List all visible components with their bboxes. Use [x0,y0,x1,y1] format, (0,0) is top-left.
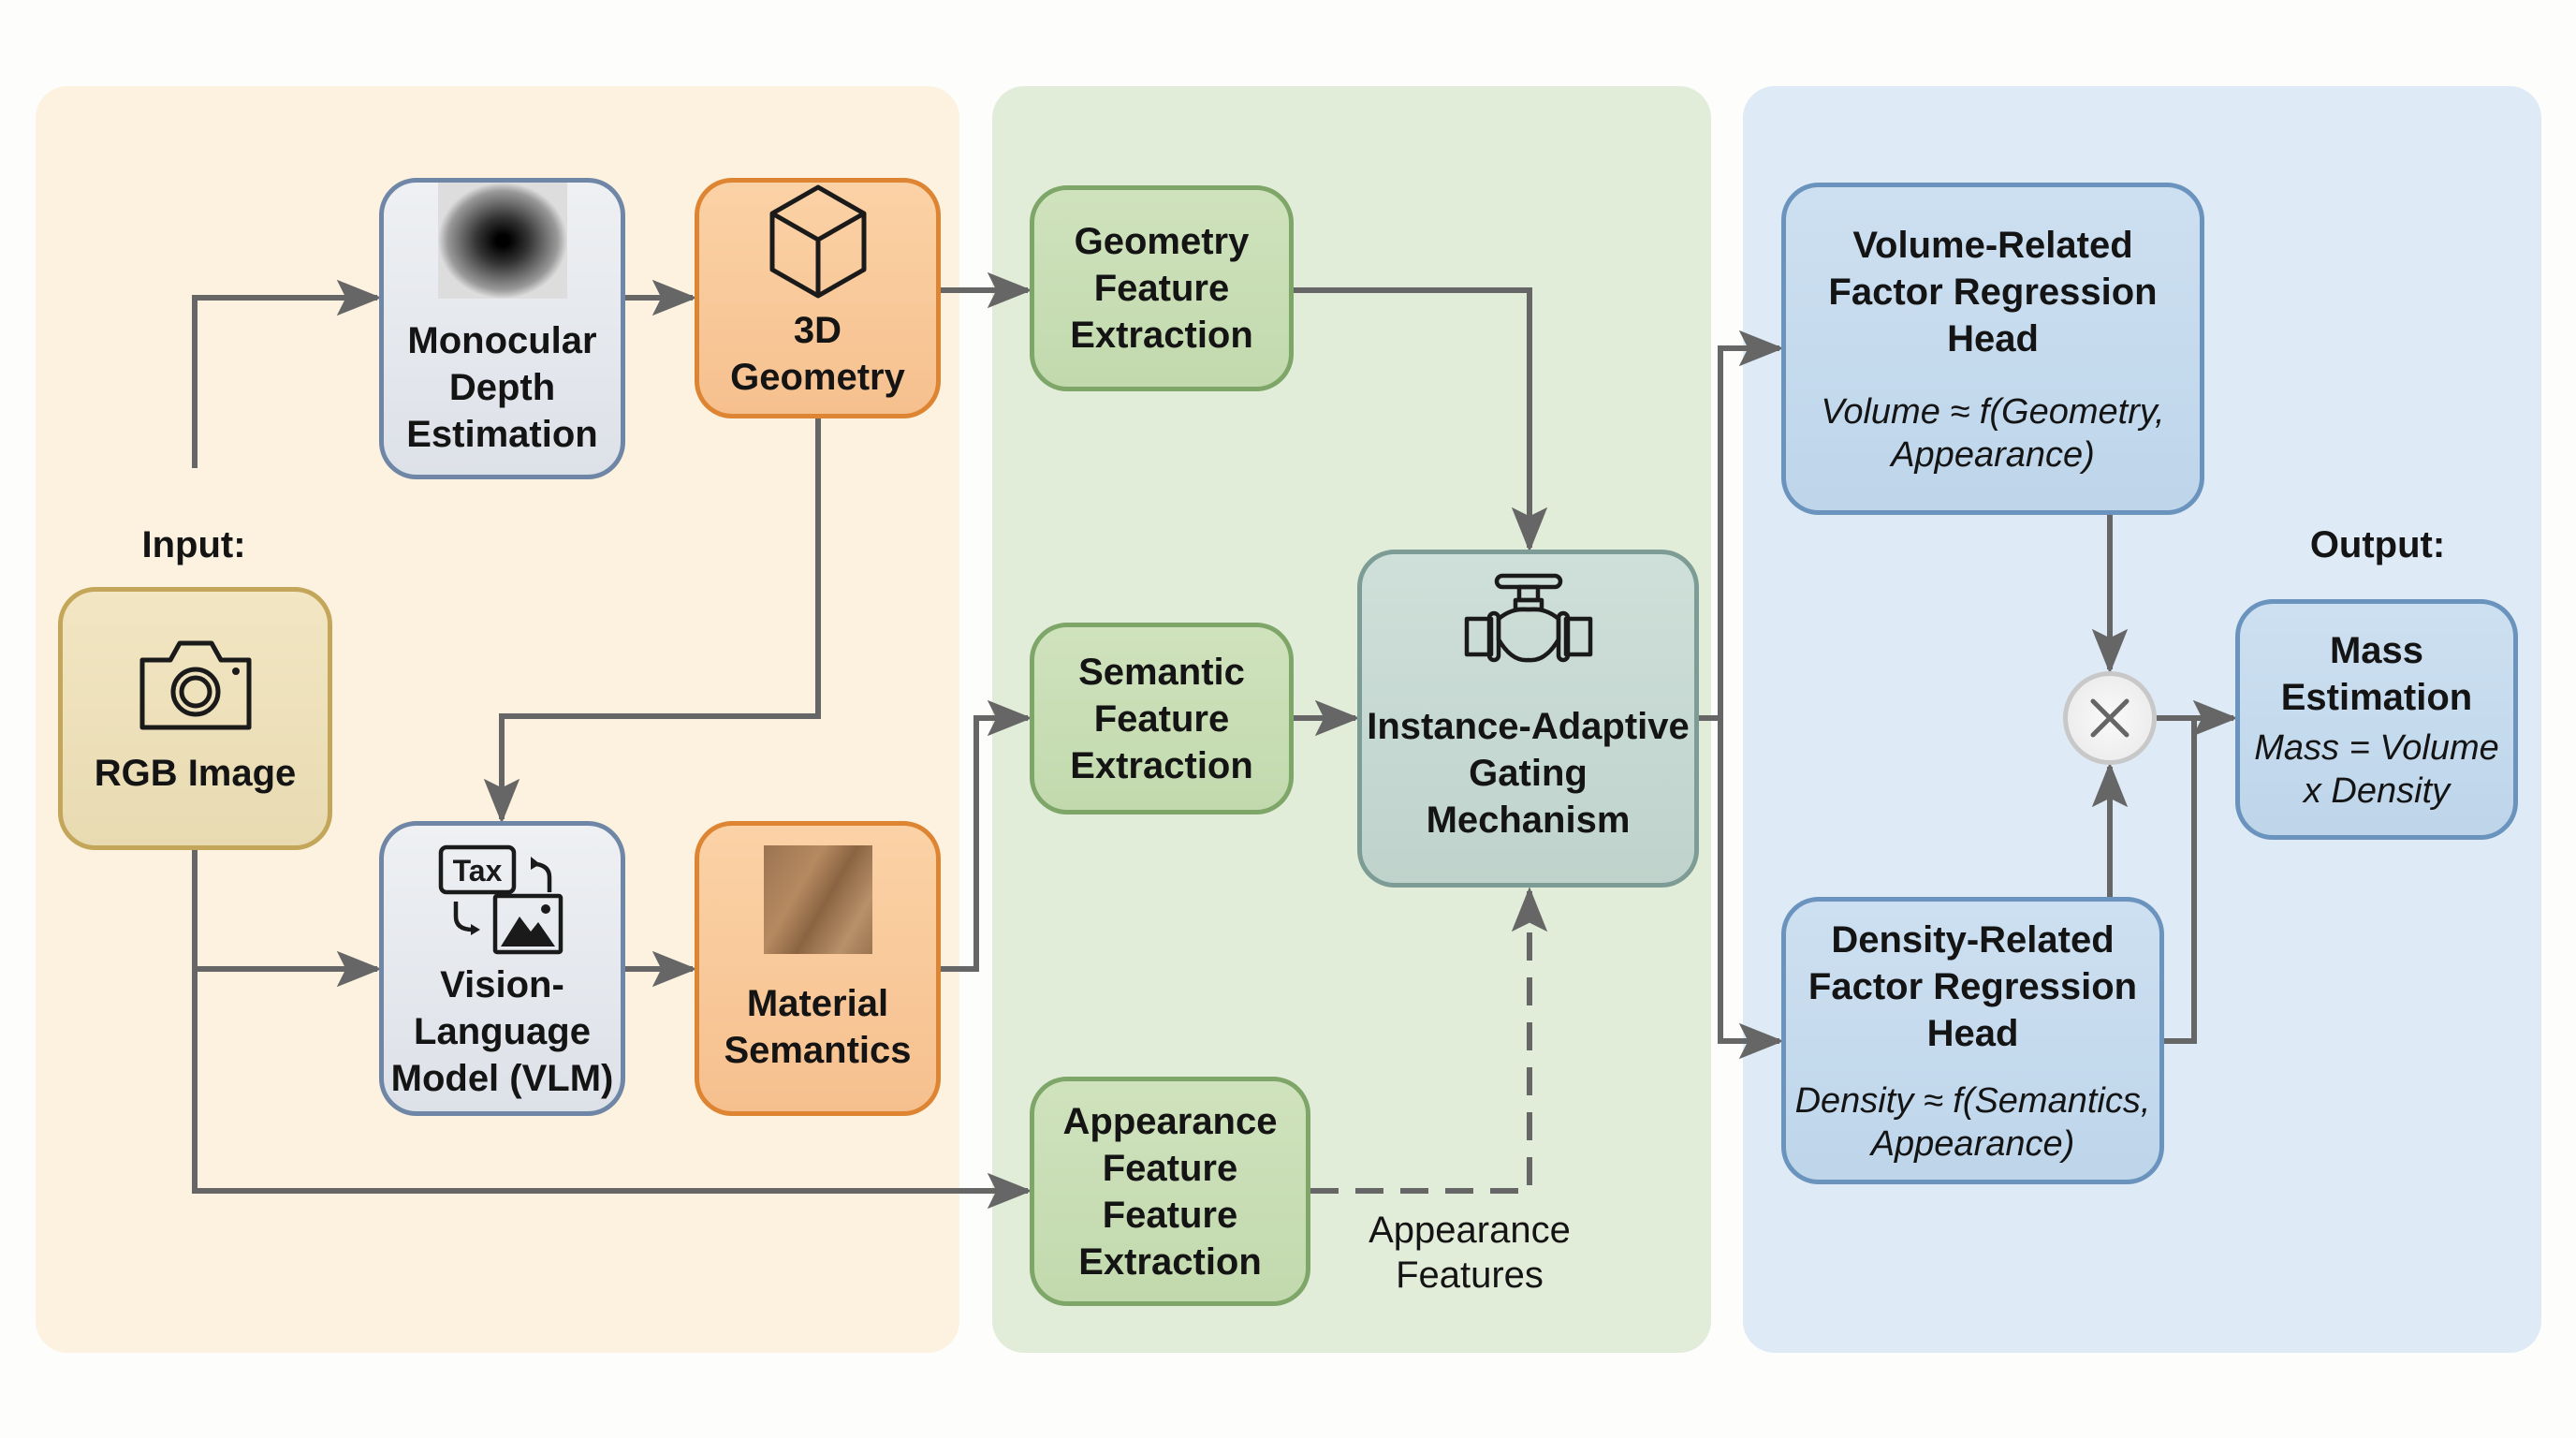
node-semantic-feature-extraction[interactable]: Semantic Feature Extraction [1030,623,1294,814]
node-formula: Density ≈ f(Semantics, Appearance) [1794,1080,2151,1164]
node-density-regression-head[interactable]: Density-Related Factor Regression Head D… [1781,897,2164,1184]
multiply-operator[interactable] [2063,671,2157,765]
node-volume-regression-head[interactable]: Volume-Related Factor Regression Head Vo… [1781,183,2204,515]
node-label: RGB Image [94,753,297,794]
node-label: 3D Geometry [730,310,905,398]
node-label: Material Semantics [724,983,912,1071]
node-formula: Mass = Volume x Density [2254,727,2499,811]
node-label: Density-Related Factor Regression Head [1808,918,2138,1054]
node-label: Mass Estimation [2280,629,2473,718]
node-label: Semantic Feature Extraction [1070,651,1253,786]
node-3d-geometry[interactable]: 3D Geometry [695,178,941,418]
node-instance-adaptive-gating[interactable]: Instance-Adaptive Gating Mechanism [1357,550,1699,888]
depth-map-image [437,183,567,299]
node-mass-estimation[interactable]: Mass Estimation Mass = Volume x Density [2235,599,2518,840]
valve-icon [1464,573,1592,663]
multiply-icon [2090,698,2130,738]
text-image-icon: Tax [438,844,563,955]
node-geometry-feature-extraction[interactable]: Geometry Feature Extraction [1030,185,1294,391]
material-texture-image [763,845,872,954]
node-monocular-depth-estimation[interactable]: Monocular Depth Estimation [379,178,625,479]
node-label: Appearance Feature Feature Extraction [1062,1100,1278,1283]
cube-icon [769,184,866,299]
node-label: Vision- Language Model (VLM) [390,964,614,1099]
node-label: Volume-Related Factor Regression Head [1828,224,2158,360]
node-appearance-feature-extraction[interactable]: Appearance Feature Feature Extraction [1030,1077,1310,1306]
icon-text: Tax [452,854,502,888]
node-vision-language-model[interactable]: Tax Vision- Language Model (VLM) [379,821,625,1116]
node-label: Geometry Feature Extraction [1070,221,1253,356]
node-label: Instance-Adaptive Gating Mechanism [1367,706,1690,841]
node-label: Monocular Depth Estimation [406,320,598,455]
camera-icon [139,640,251,730]
input-title: Input: [141,524,246,565]
node-formula: Volume ≈ f(Geometry, Appearance) [1821,391,2165,475]
output-title: Output: [2309,524,2446,565]
node-material-semantics[interactable]: Material Semantics [695,821,941,1116]
node-rgb-image[interactable]: RGB Image [58,587,332,850]
edge-label-appearance-features: Appearance Features [1368,1210,1571,1296]
